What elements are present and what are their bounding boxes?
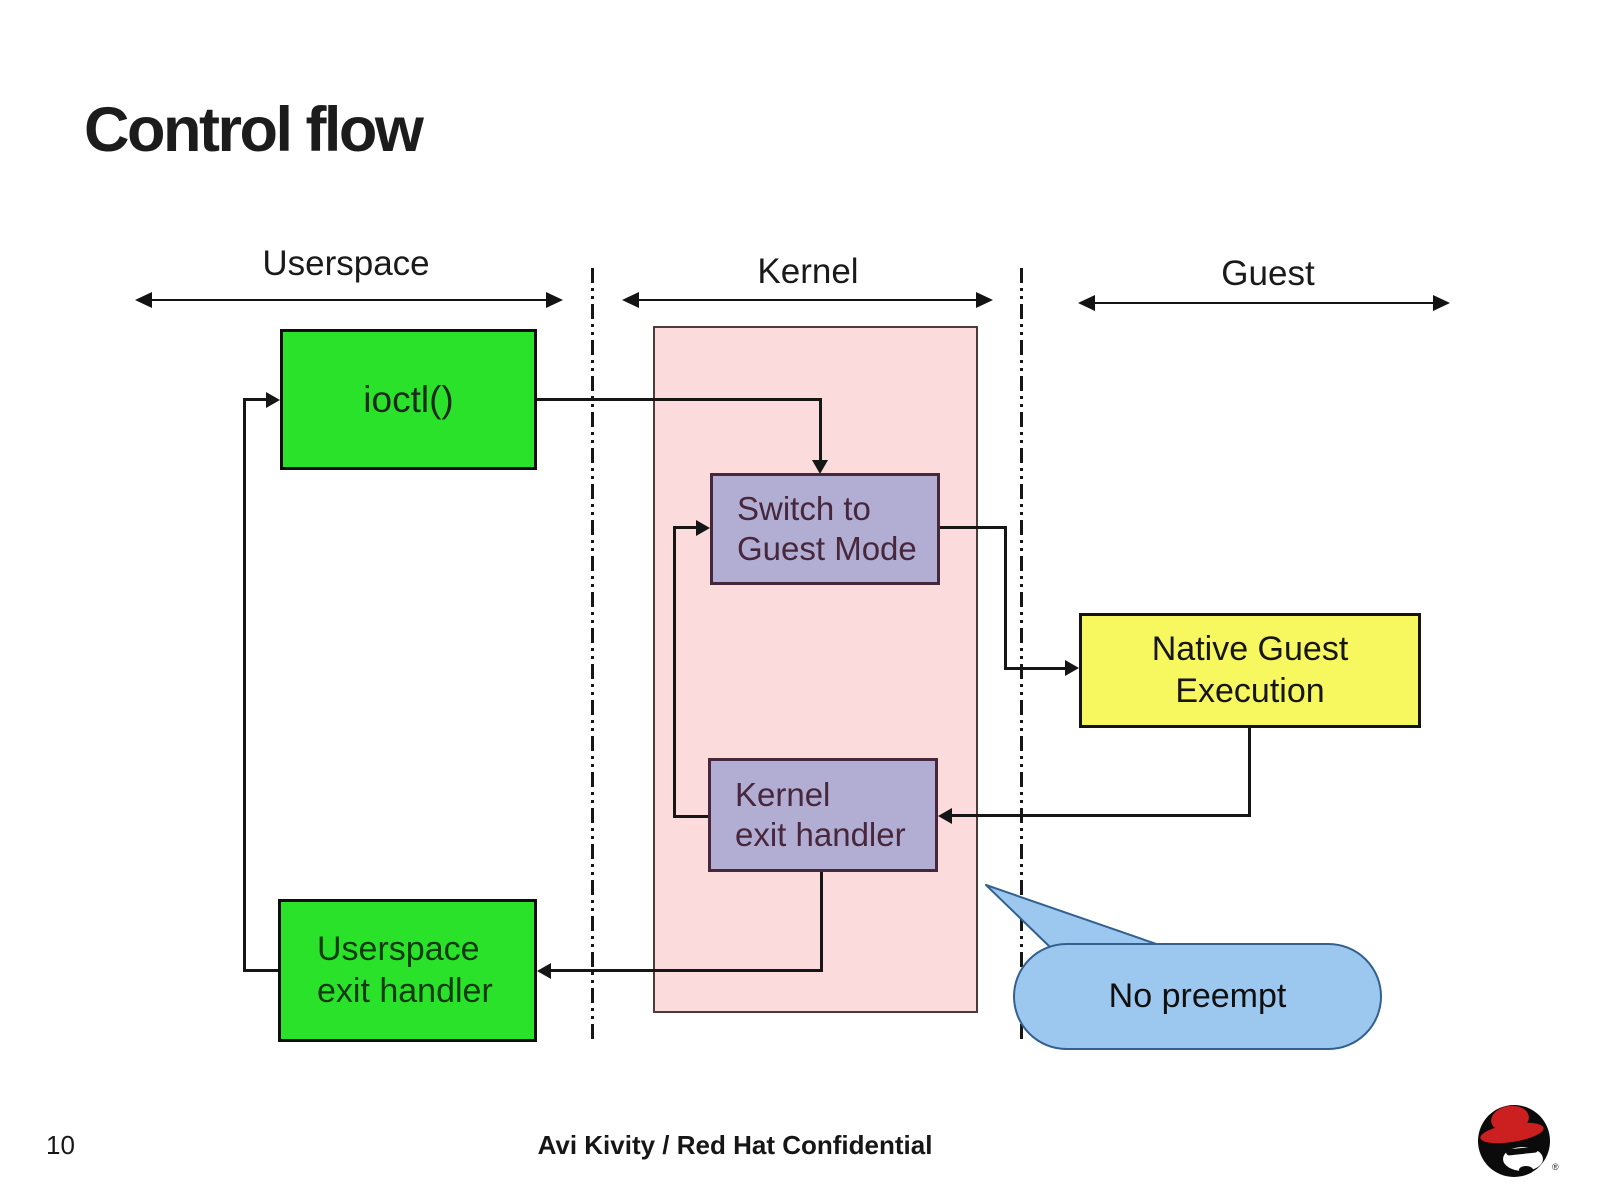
arrowhead-left-icon: [537, 963, 551, 979]
region-label-guest: Guest: [1221, 254, 1315, 293]
arrowhead-down-icon: [812, 460, 828, 474]
connector-ioctl-to-switch-h: [537, 398, 822, 401]
userspace-extent-arrow: [135, 292, 563, 308]
footer-confidential: Avi Kivity / Red Hat Confidential: [537, 1130, 933, 1160]
callout-tail: [985, 884, 1166, 948]
page-title: Control flow: [84, 95, 424, 165]
connector-native-to-kexit-h: [951, 814, 1251, 817]
node-kexit-line2: exit handler: [735, 816, 906, 853]
svg-text:®: ®: [1552, 1162, 1559, 1172]
node-switch-line2: Guest Mode: [737, 530, 917, 567]
node-userspace-exit-handler: Userspace exit handler: [278, 899, 537, 1042]
connector-kexit-to-switch-v: [673, 526, 676, 818]
node-uexit-line1: Userspace: [317, 930, 480, 969]
arrowhead-left-icon: [938, 808, 952, 824]
node-switch-line1: Switch to: [737, 489, 871, 527]
page-number: 10: [46, 1130, 75, 1160]
callout-text: No preempt: [1108, 977, 1287, 1015]
arrow-line: [148, 299, 550, 301]
arrowhead-right-icon: [266, 392, 280, 408]
connector-uexit-to-ioctl-h1: [243, 969, 278, 972]
connector-ioctl-to-switch-v: [819, 398, 822, 462]
node-native-guest-execution: Native Guest Execution: [1079, 613, 1421, 728]
node-kexit-line1: Kernel: [735, 775, 831, 813]
node-ioctl-label: ioctl(): [363, 378, 454, 420]
arrowhead-right-icon: [546, 292, 563, 308]
arrowhead-right-icon: [976, 292, 993, 308]
node-uexit-line2: exit handler: [317, 971, 493, 1010]
connector-switch-to-native-h1: [940, 526, 1007, 529]
node-switch-to-guest-mode: Switch to Guest Mode: [710, 473, 940, 585]
divider-userspace-kernel: [591, 268, 594, 1043]
divider-kernel-guest: [1020, 268, 1023, 1043]
kernel-region-background: [653, 326, 978, 1013]
node-native-line2: Execution: [1175, 671, 1325, 710]
kernel-extent-arrow: [622, 292, 993, 308]
connector-kexit-to-switch-h2: [673, 526, 696, 529]
arrowhead-left-icon: [622, 292, 639, 308]
redhat-shadowman-logo-icon: ®: [1478, 1105, 1559, 1177]
arrowhead-right-icon: [1433, 295, 1450, 311]
connector-switch-to-native-v: [1004, 526, 1007, 669]
node-kernel-exit-handler: Kernel exit handler: [708, 758, 938, 872]
connector-kexit-to-uexit-v: [820, 872, 823, 971]
connector-uexit-to-ioctl-h2: [243, 398, 266, 401]
no-preempt-callout: No preempt: [1013, 943, 1382, 1050]
arrowhead-left-icon: [1078, 295, 1095, 311]
guest-extent-arrow: [1078, 295, 1450, 311]
connector-kexit-to-switch-h1: [673, 815, 708, 818]
connector-native-to-kexit-v: [1248, 728, 1251, 816]
connector-switch-to-native-h2: [1004, 667, 1066, 670]
connector-kexit-to-uexit-h: [550, 969, 823, 972]
arrow-line: [1091, 302, 1437, 304]
node-native-line1: Native Guest: [1151, 630, 1349, 669]
arrow-line: [635, 299, 980, 301]
arrowhead-right-icon: [696, 520, 710, 536]
connector-uexit-to-ioctl-v: [243, 398, 246, 972]
region-label-kernel: Kernel: [757, 252, 859, 291]
node-ioctl: ioctl(): [280, 329, 537, 470]
region-label-userspace: Userspace: [262, 244, 430, 283]
arrowhead-left-icon: [135, 292, 152, 308]
arrowhead-right-icon: [1065, 660, 1079, 676]
